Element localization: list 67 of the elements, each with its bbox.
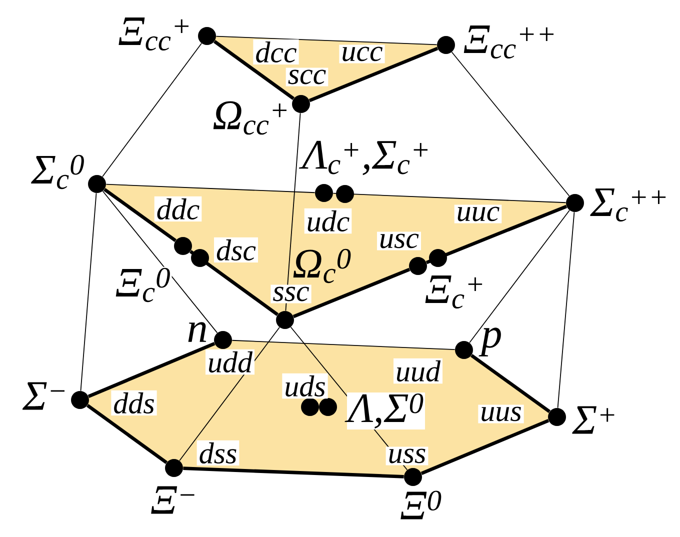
quark-label: uus xyxy=(478,404,524,424)
edge-line xyxy=(213,40,295,100)
particle-label: Σ$_{c}$$^{0}$ xyxy=(31,154,84,190)
edge-line xyxy=(189,250,279,316)
particle-label: Σ$^{−}$ xyxy=(22,382,64,410)
quark-label: udd xyxy=(206,349,254,375)
edge-line xyxy=(103,188,177,242)
particle-dot xyxy=(88,175,106,193)
edge-line xyxy=(179,326,280,462)
particle-dot xyxy=(548,408,566,426)
particle-label: Σ$^{+}$ xyxy=(572,406,614,434)
particle-label: Ξ$_{cc}$$^{++}$ xyxy=(464,25,554,59)
edge-line xyxy=(451,52,570,196)
quark-label: udc xyxy=(304,208,352,234)
edge-line xyxy=(216,36,438,46)
quark-label: dss xyxy=(196,440,240,466)
particle-label: Σ$_{c}$$^{++}$ xyxy=(590,188,666,222)
particle-label: Ξ$_{c}$$^{+}$ xyxy=(425,275,482,309)
particle-label: p xyxy=(478,328,501,356)
quark-label: uud xyxy=(394,358,442,384)
particle-dot xyxy=(292,95,310,113)
particle-dot xyxy=(198,27,216,45)
edge-line xyxy=(470,354,551,413)
particle-label: Λ$_{c}$$^{+}$,Σ$_{c}$$^{+}$ xyxy=(298,140,428,176)
quark-label: ddc xyxy=(154,196,202,222)
edge-line xyxy=(86,404,168,464)
particle-label: Ξ$_{c}$$^{0}$ xyxy=(114,266,172,304)
particle-label: Ω$_{c}$$^{0}$ xyxy=(293,248,351,284)
particle-label: n xyxy=(188,322,206,342)
edge-line xyxy=(426,204,568,264)
edge-line xyxy=(557,212,575,408)
particle-dot xyxy=(71,391,89,409)
edge-line xyxy=(232,340,456,350)
edge-line xyxy=(88,342,216,398)
particle-dot xyxy=(404,468,422,486)
quark-label: uss xyxy=(386,446,428,466)
edge-line xyxy=(420,418,550,476)
quark-label: dsc xyxy=(214,237,258,263)
particle-dot xyxy=(566,194,584,212)
particle-label: Ξ$_{cc}$$^{+}$ xyxy=(118,17,188,51)
edge-line xyxy=(183,466,404,478)
quark-label: usc xyxy=(377,232,421,250)
particle-dot xyxy=(276,311,294,329)
quark-label: scc xyxy=(286,68,328,86)
particle-label: Ξ$^{−}$ xyxy=(151,486,194,514)
edge-line xyxy=(292,268,410,318)
particle-label: Ξ$^{0}$ xyxy=(400,490,442,520)
particle-label: Λ,Σ$^{0}$ xyxy=(344,392,426,430)
edge-line xyxy=(285,112,301,312)
particle-dot xyxy=(437,36,455,54)
quark-label: uds xyxy=(282,373,328,399)
edge-line xyxy=(308,46,438,102)
quark-label: ssc xyxy=(270,284,312,304)
particle-dot xyxy=(165,459,183,477)
edge-line xyxy=(106,184,316,194)
edge-line xyxy=(102,42,202,178)
quark-label: dcc xyxy=(253,39,299,65)
quark-label: ucc xyxy=(339,44,385,64)
edge-line xyxy=(80,192,97,392)
particle-label: Ω$_{cc}$$^{+}$ xyxy=(213,101,286,135)
particle-dot xyxy=(455,341,473,359)
edge-line xyxy=(469,210,570,344)
quark-label: dds xyxy=(111,390,157,416)
edge-line xyxy=(102,190,218,334)
quark-label: uuc xyxy=(454,204,502,224)
particle-dot xyxy=(214,331,232,349)
edge-line xyxy=(332,192,566,204)
